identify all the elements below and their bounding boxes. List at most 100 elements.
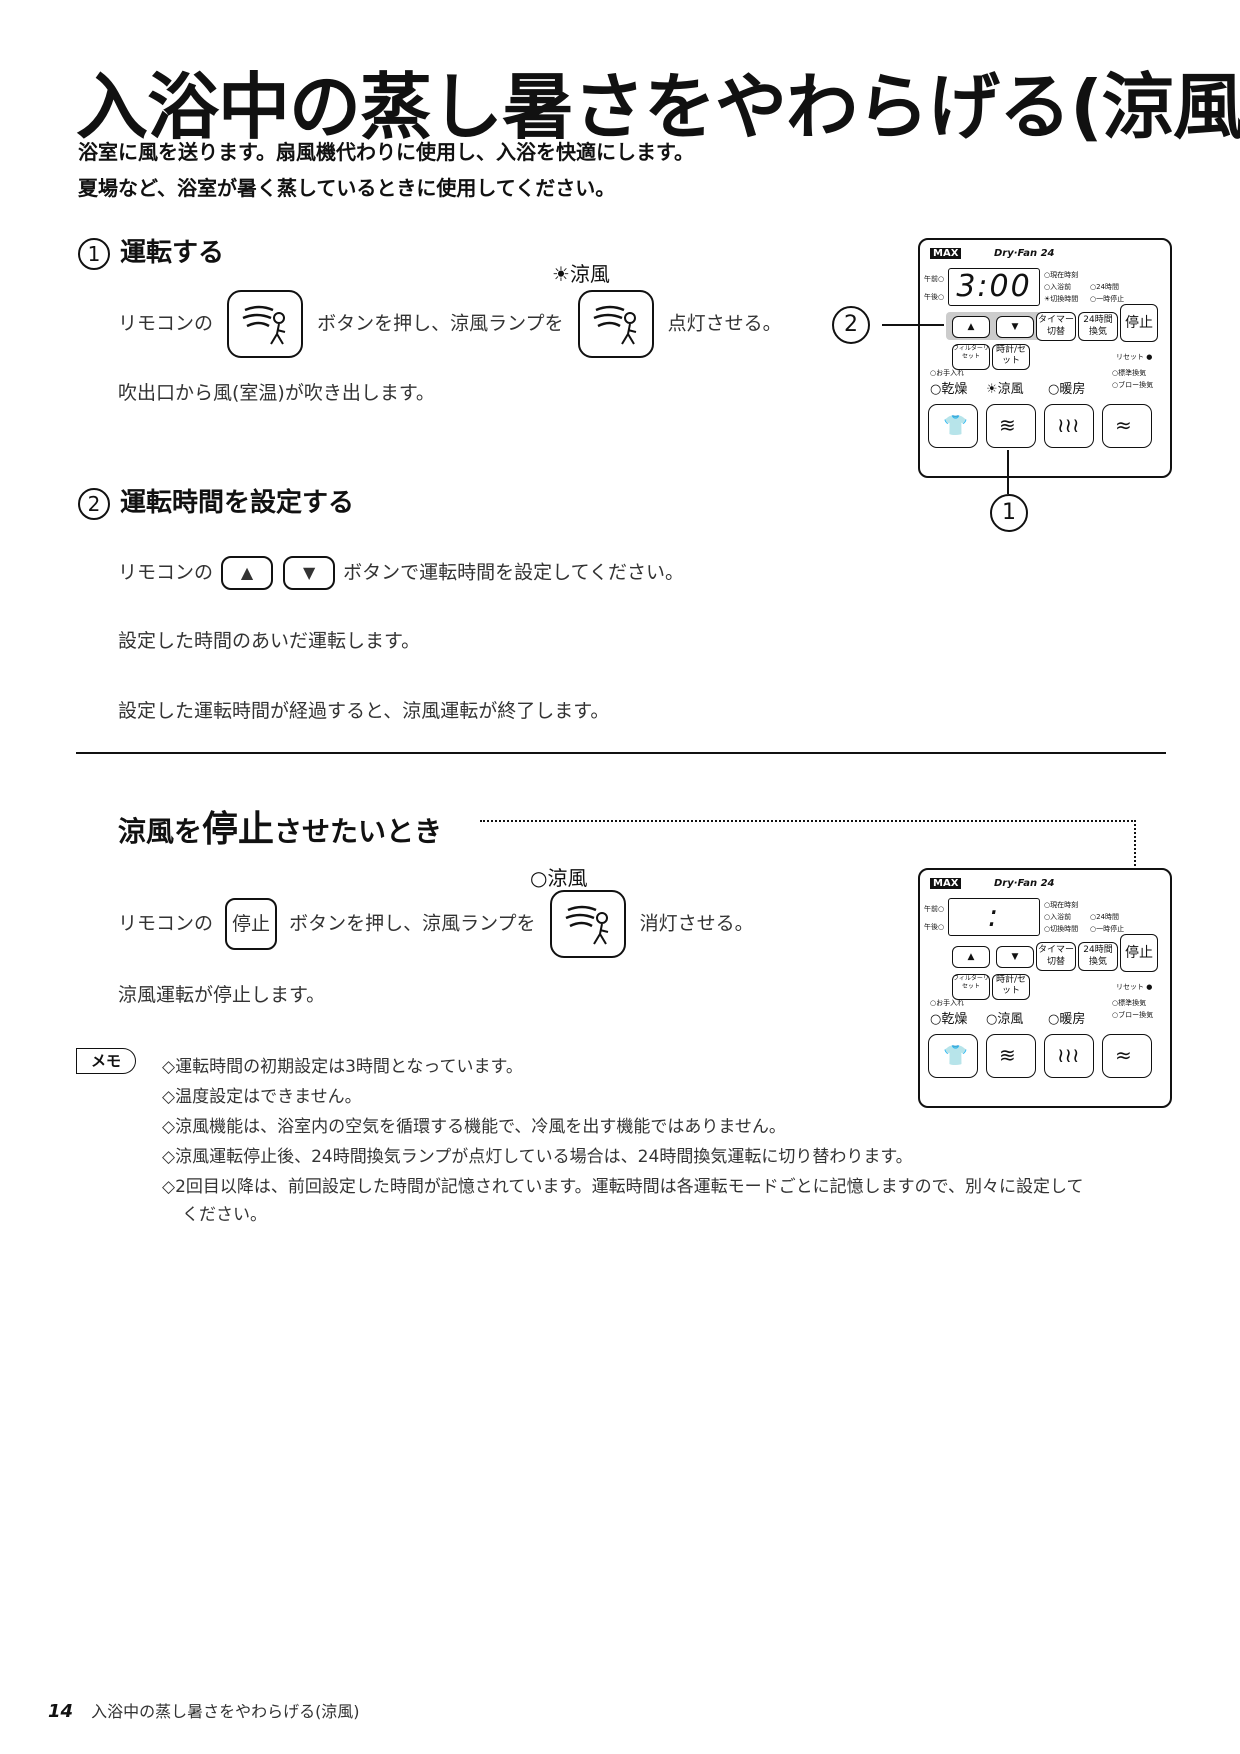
memo-line-4: ◇涼風運転停止後、24時間換気ランプが点灯している場合は、24時間換気運転に切り…	[162, 1147, 913, 1167]
breeze-icon: ≋	[999, 413, 1016, 437]
dry-mode-button[interactable]: 👕	[928, 1034, 978, 1078]
step1-text-b: ボタンを押し、涼風ランプを	[317, 312, 564, 335]
blow-vent-label: ○ブロー換気	[1112, 381, 1154, 389]
cool-mode-button[interactable]: ≋	[986, 1034, 1036, 1078]
blow-vent-label: ○ブロー換気	[1112, 1011, 1154, 1019]
footer-title: 入浴中の蒸し暑さをやわらげる(涼風)	[91, 1702, 360, 1721]
brand-logo: MAX	[930, 878, 962, 889]
down-arrow-button[interactable]: ▼	[283, 556, 336, 590]
remote-panel-stopped: MAX Dry·Fan 24 午前○ 午後○ : ○現在時刻 ○入浴前 ○切換時…	[918, 868, 1172, 1108]
am-indicator: 午前○	[924, 905, 945, 913]
model-name: Dry·Fan 24	[994, 878, 1055, 889]
cool-breeze-icon	[593, 305, 636, 345]
shirt-icon: 👕	[943, 413, 968, 437]
heat-icon: ≀≀≀	[1057, 1043, 1080, 1067]
pm-indicator: 午後○	[924, 293, 945, 301]
stop-lamp-label: ○涼風	[530, 862, 587, 891]
step2-note-1: 設定した時間のあいだ運転します。	[118, 630, 421, 652]
clock-set-button[interactable]: 時計/セット	[992, 974, 1030, 1000]
heat-mode-button[interactable]: ≀≀≀	[1044, 404, 1094, 448]
indicator-cut: ○切換時間	[1044, 925, 1079, 933]
cool-breeze-icon	[565, 905, 608, 945]
vent-icon: ≈	[1115, 1043, 1132, 1067]
step1-lamp-text: 涼風	[569, 262, 610, 286]
down-button[interactable]: ▼	[996, 946, 1034, 968]
filter-reset-button[interactable]: フィルターリセット	[952, 344, 990, 370]
stop-button-remote[interactable]: 停止	[1120, 934, 1158, 972]
up-button[interactable]: ▲	[952, 316, 990, 338]
stop-text-b: ボタンを押し、涼風ランプを	[289, 912, 536, 935]
vent-mode-button[interactable]: ≈	[1102, 404, 1152, 448]
dotted-leader	[480, 820, 1136, 822]
indicator-24h: ○24時間	[1090, 283, 1120, 291]
timer-switch-button[interactable]: タイマー切替	[1036, 312, 1076, 341]
indicator-current-time: ○現在時刻	[1044, 271, 1079, 279]
indicator-cut: ☀切換時間	[1044, 295, 1079, 303]
callout-2-line	[882, 324, 944, 326]
lead-line-1: 浴室に風を送ります。扇風機代わりに使用し、入浴を快適にします。	[78, 140, 694, 164]
mode-label-heat: ○暖房	[1048, 382, 1086, 397]
step2-text-a: リモコンの	[118, 561, 214, 584]
heat-icon: ≀≀≀	[1057, 413, 1080, 437]
callout-1: 1	[990, 494, 1028, 532]
up-arrow-button[interactable]: ▲	[221, 556, 274, 590]
page-title: 入浴中の蒸し暑さをやわらげる(涼風)	[76, 65, 1240, 149]
cool-breeze-button[interactable]	[227, 290, 304, 358]
step1-number: 1	[78, 237, 110, 270]
am-indicator: 午前○	[924, 275, 945, 283]
mode-label-heat: ○暖房	[1048, 1012, 1086, 1027]
brand-logo: MAX	[930, 248, 962, 259]
breeze-icon: ≋	[999, 1043, 1016, 1067]
lcd-display: :	[948, 898, 1040, 936]
indicator-pause: ○一時停止	[1090, 295, 1125, 303]
callout-2: 2	[832, 306, 870, 344]
vent24-button[interactable]: 24時間換気	[1078, 942, 1118, 971]
step1-lamp-label: ☀涼風	[552, 258, 610, 287]
std-vent-label: ○標準換気	[1112, 999, 1147, 1007]
mode-label-dry: ○乾燥	[930, 382, 968, 397]
filter-reset-button[interactable]: フィルターリセット	[952, 974, 990, 1000]
memo-tag: メモ	[76, 1048, 136, 1074]
clock-set-button[interactable]: 時計/セット	[992, 344, 1030, 370]
vent24-button[interactable]: 24時間換気	[1078, 312, 1118, 341]
indicator-bath: ○入浴前	[1044, 913, 1072, 921]
page-footer: 14 入浴中の蒸し暑さをやわらげる(涼風)	[48, 1698, 360, 1722]
heat-mode-button[interactable]: ≀≀≀	[1044, 1034, 1094, 1078]
stop-button[interactable]: 停止	[225, 898, 278, 950]
vent-mode-button[interactable]: ≈	[1102, 1034, 1152, 1078]
memo-line-6: ください。	[182, 1205, 267, 1225]
cool-mode-button[interactable]: ≋	[986, 404, 1036, 448]
model-name: Dry·Fan 24	[994, 248, 1055, 259]
memo-line-5: ◇2回目以降は、前回設定した時間が記憶されています。運転時間は各運転モードごとに…	[162, 1177, 1084, 1197]
callout-1-line	[1007, 450, 1009, 494]
step2-note-2: 設定した運転時間が経過すると、涼風運転が終了します。	[118, 700, 610, 722]
step2-number: 2	[78, 487, 110, 520]
step2-heading: 2 運転時間を設定する	[78, 482, 354, 520]
lead-line-2: 夏場など、浴室が暑く蒸しているときに使用してください。	[78, 176, 616, 200]
cool-breeze-lamp	[577, 290, 654, 358]
dry-mode-button[interactable]: 👕	[928, 404, 978, 448]
timer-switch-button[interactable]: タイマー切替	[1036, 942, 1076, 971]
step1-text-a: リモコンの	[118, 312, 214, 335]
vent-icon: ≈	[1115, 413, 1132, 437]
reset-label: リセット ●	[1116, 983, 1153, 991]
reset-label: リセット ●	[1116, 353, 1153, 361]
lcd-display: 3:00	[948, 268, 1040, 306]
mode-label-cool: ○涼風	[986, 1012, 1024, 1027]
stop-text-c: 消灯させる。	[639, 912, 754, 935]
down-button[interactable]: ▼	[996, 316, 1034, 338]
indicator-current-time: ○現在時刻	[1044, 901, 1079, 909]
shirt-icon: 👕	[943, 1043, 968, 1067]
stop-instruction: リモコンの 停止 ボタンを押し、涼風ランプを 消灯させる。	[118, 890, 754, 958]
remote-panel-running: MAX Dry·Fan 24 午前○ 午後○ 3:00 ○現在時刻 ○入浴前 ☀…	[918, 238, 1172, 478]
stop-button-remote[interactable]: 停止	[1120, 304, 1158, 342]
step2-title: 運転時間を設定する	[120, 488, 355, 518]
step1-note: 吹出口から風(室温)が吹き出します。	[118, 382, 435, 404]
page-number: 14	[48, 1701, 74, 1722]
up-button[interactable]: ▲	[952, 946, 990, 968]
lamp-on-icon: ☀	[552, 262, 570, 286]
care-label: ○お手入れ	[930, 369, 965, 377]
memo-line-3: ◇涼風機能は、浴室内の空気を循環する機能で、冷風を出す機能ではありません。	[162, 1117, 786, 1137]
indicator-bath: ○入浴前	[1044, 283, 1072, 291]
